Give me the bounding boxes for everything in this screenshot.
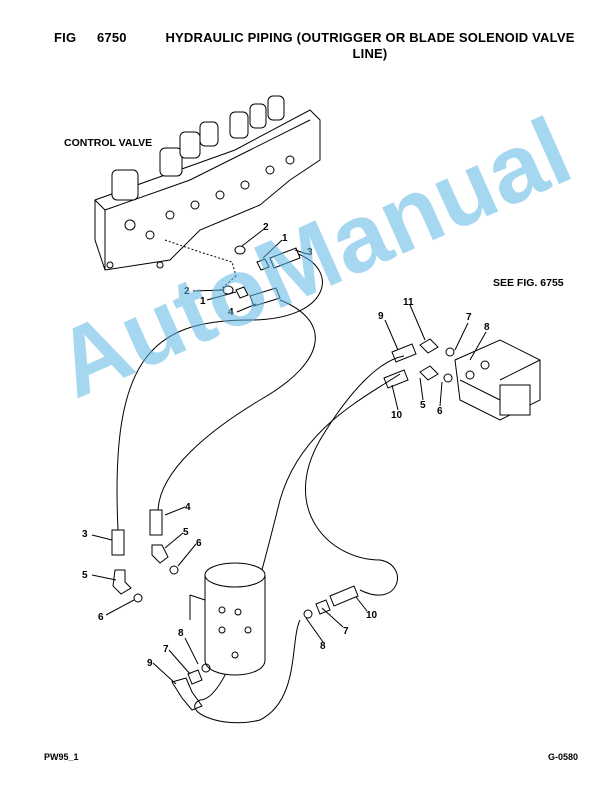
callout-5a: 5 — [420, 400, 426, 411]
leader-lines — [91, 228, 487, 685]
swivel-joint — [189, 562, 266, 676]
figure-title-line2: LINE) — [352, 46, 388, 61]
callout-4a: 4 — [228, 307, 234, 318]
callout-1b: 1 — [200, 296, 206, 307]
figure-number: 6750 — [97, 30, 127, 45]
callout-7b: 7 — [163, 644, 169, 655]
figure-title: HYDRAULIC PIPING (OUTRIGGER OR BLADE SOL… — [160, 30, 580, 62]
callout-6a: 6 — [437, 406, 443, 417]
valve-ports — [106, 155, 295, 269]
callout-8b: 8 — [178, 628, 184, 639]
callout-8a: 8 — [484, 322, 490, 333]
figure-title-line1: HYDRAULIC PIPING (OUTRIGGER OR BLADE SOL… — [165, 30, 575, 45]
footer-right-code: G-0580 — [548, 752, 579, 762]
callout-9b: 9 — [147, 658, 153, 669]
callout-7c: 7 — [343, 626, 349, 637]
solenoid-valve — [383, 338, 541, 421]
fittings-upper — [222, 245, 301, 307]
callout-2b: 2 — [184, 286, 190, 297]
valve-spools — [111, 95, 285, 201]
callout-3a: 3 — [307, 247, 313, 258]
footer-left-code: PW95_1 — [44, 752, 79, 762]
hydraulic-hoses — [116, 253, 405, 724]
callout-1a: 1 — [282, 233, 288, 244]
callout-8c: 8 — [320, 641, 326, 652]
fittings-lower — [111, 509, 359, 711]
control-valve-label: CONTROL VALVE — [64, 137, 153, 149]
callout-4b: 4 — [185, 502, 191, 513]
callout-10b: 10 — [366, 610, 378, 621]
control-valve — [94, 95, 321, 291]
callout-7a: 7 — [466, 312, 472, 323]
callout-6c: 6 — [98, 612, 104, 623]
callout-11: 11 — [403, 297, 414, 308]
callout-5b: 5 — [183, 527, 189, 538]
callout-numbers: 2 1 3 2 1 4 9 11 7 8 10 5 6 4 3 5 6 5 6 … — [82, 222, 490, 669]
callout-5c: 5 — [82, 570, 88, 581]
figure-label: FIG — [54, 30, 77, 45]
callout-6b: 6 — [196, 538, 202, 549]
callout-10a: 10 — [391, 410, 403, 421]
see-fig-label: SEE FIG. 6755 — [493, 277, 564, 289]
callout-2a: 2 — [263, 222, 269, 233]
callout-9a: 9 — [378, 311, 384, 322]
callout-3b: 3 — [82, 529, 88, 540]
